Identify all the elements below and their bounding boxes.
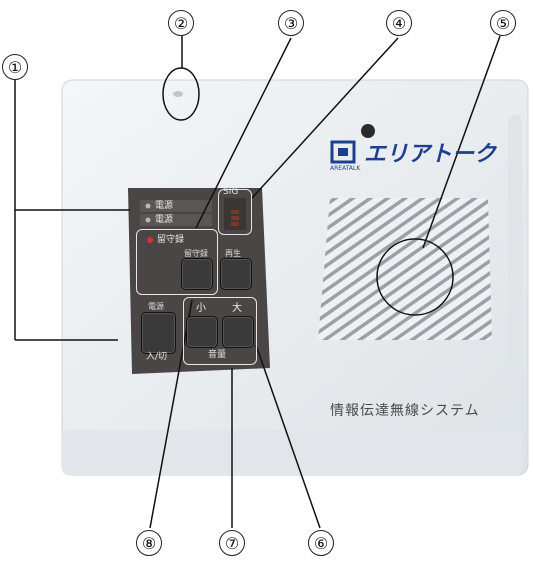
playback-button[interactable] (220, 258, 252, 290)
volume-up-button[interactable] (222, 316, 254, 348)
panel-top-strip (140, 200, 212, 212)
leader-5 (422, 35, 501, 249)
indicator-hole (173, 91, 183, 97)
power-lamp-label: 電源 (155, 201, 174, 211)
callout-2: ② (168, 10, 194, 36)
logo-mark-icon (330, 140, 356, 164)
brand-name: エリアトーク (364, 142, 497, 167)
callout-4: ④ (386, 10, 412, 36)
sig-label: SIG (223, 187, 239, 197)
power-led (145, 203, 151, 209)
logo-dot (361, 124, 375, 138)
status-led (145, 217, 151, 223)
absence-led (147, 237, 153, 243)
system-name: 情報伝達無線システム (330, 403, 480, 419)
volume-small-label: 小 (196, 303, 206, 314)
panel-top-strip-2 (140, 214, 212, 226)
callout-1: ① (2, 54, 28, 80)
speaker-grille (318, 198, 492, 340)
callout-3: ③ (278, 10, 304, 36)
absence-button-label: 留守録 (184, 249, 208, 258)
sig-bar-2 (231, 216, 239, 220)
logo-mark-inner (338, 148, 348, 156)
leader-6 (255, 344, 321, 529)
callout-6: ⑥ (308, 530, 334, 556)
leader-8 (149, 299, 193, 529)
indicator-ring (162, 67, 200, 121)
power-button[interactable] (141, 312, 176, 354)
device-lower-band (62, 430, 522, 475)
callout-7: ⑦ (219, 530, 245, 556)
playback-button-label: 再生 (225, 249, 241, 258)
leader-1 (14, 80, 130, 341)
speaker-ring (376, 238, 454, 316)
absence-group-frame (136, 229, 218, 295)
volume-large-label: 大 (232, 303, 242, 314)
power-switch-label: 入/切 (146, 352, 168, 362)
brand-logo-text: AREATALK (330, 165, 361, 172)
volume-group-frame (183, 297, 257, 365)
sig-bar-1 (231, 210, 239, 214)
volume-down-button[interactable] (186, 316, 218, 348)
power-button-label: 電源 (148, 302, 164, 311)
callout-8: ⑧ (136, 530, 162, 556)
sig-bar-3 (231, 222, 239, 226)
leader-4 (251, 37, 399, 199)
callout-5: ⑤ (490, 10, 516, 36)
status-lamp-label: 電源 (155, 215, 174, 225)
absence-lamp-label: 留守録 (157, 235, 185, 245)
leader-3 (195, 37, 292, 229)
sig-frame (218, 189, 252, 235)
volume-label: 音量 (208, 350, 227, 360)
device-side (508, 115, 522, 435)
absence-record-button[interactable] (181, 258, 213, 290)
